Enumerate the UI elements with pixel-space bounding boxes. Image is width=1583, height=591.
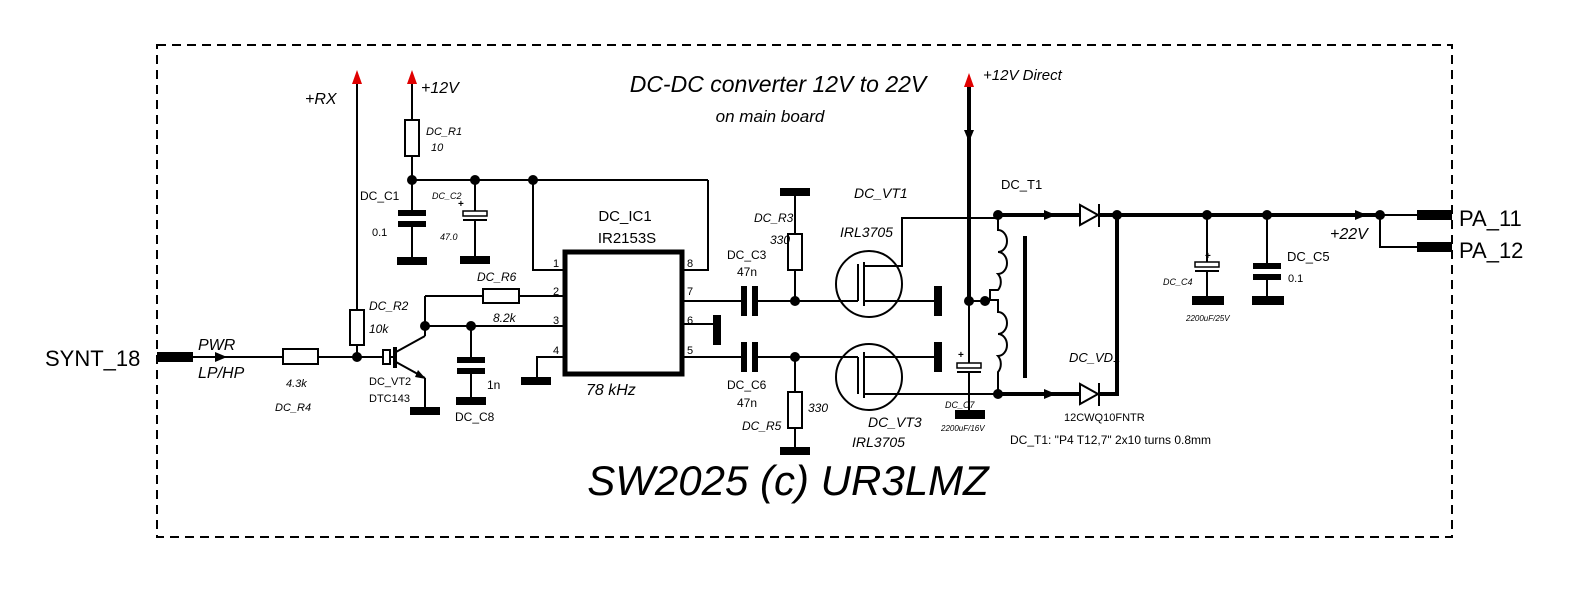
ground-c5 [1252, 296, 1284, 305]
c2-value: 47.0 [440, 232, 458, 242]
ic1-ref: DC_IC1 [598, 208, 651, 225]
copyright-label: SW2025 (c) UR3LMZ [587, 457, 990, 504]
c6-value: 47n [737, 396, 757, 410]
c1-ref: DC_C1 [360, 189, 400, 203]
vt2-part: DTC143 [369, 393, 410, 405]
t1-ref: DC_T1 [1001, 177, 1042, 192]
diode-vd1-lower [1079, 382, 1101, 406]
c2-ref: DC_C2 [432, 191, 462, 201]
diagram-title: DC-DC converter 12V to 22V [630, 71, 929, 97]
signal-arrow-icon [215, 352, 227, 362]
ic1-pin5: 5 [687, 345, 693, 357]
c7-value: 2200uF/16V [940, 424, 985, 433]
transistor-vt2-base-resistor [382, 349, 391, 365]
r6-ref: DC_R6 [477, 270, 517, 284]
c4-value: 2200uF/25V [1185, 314, 1230, 323]
net-v22-label: +22V [1330, 226, 1369, 243]
c3-ref: DC_C3 [727, 248, 767, 262]
net-v12-label: +12V [421, 80, 460, 97]
port-pa12-pad[interactable] [1417, 242, 1452, 252]
net-pwr-label: PWR [198, 337, 236, 354]
resistor-r3 [787, 233, 803, 271]
c7-ref: DC_C7 [945, 400, 976, 410]
ic1-pin4: 4 [553, 345, 559, 357]
resistor-r1 [404, 119, 420, 157]
resistor-r4 [282, 348, 319, 365]
r2-ref: DC_R2 [369, 299, 409, 313]
ic1-pin8: 8 [687, 258, 693, 270]
port-pa11-label: PA_11 [1459, 206, 1522, 231]
c8-value: 1n [487, 378, 500, 392]
ic1-ir2153s [562, 249, 685, 377]
r3-value: 330 [770, 233, 790, 247]
ground-c4 [1192, 296, 1224, 305]
vt3-ref: DC_VT3 [868, 414, 922, 430]
mosfet-vt3 [835, 343, 903, 411]
svg-text:+: + [458, 199, 464, 210]
net-v12-direct-label: +12V Direct [983, 67, 1063, 84]
ground-c7 [955, 410, 985, 419]
resistor-r6 [482, 288, 520, 304]
vt3-part: IRL3705 [852, 434, 905, 450]
ic1-frequency: 78 kHz [586, 382, 636, 399]
rx-supply-arrow-icon [352, 70, 362, 84]
ground-c2 [460, 256, 490, 264]
c8-ref: DC_C8 [455, 410, 495, 424]
r6-value: 8.2k [493, 311, 517, 325]
r1-ref: DC_R1 [426, 126, 462, 138]
port-synt18-label: SYNT_18 [45, 346, 140, 371]
r4-value: 4.3k [286, 378, 307, 390]
vd1-part: 12CWQ10FNTR [1064, 412, 1145, 424]
r5-value: 330 [808, 401, 828, 415]
diagram-subtitle: on main board [716, 107, 825, 126]
ground-ic1-pin4 [521, 377, 551, 385]
vt1-part: IRL3705 [840, 224, 893, 240]
port-pa11-pad[interactable] [1417, 210, 1452, 220]
r4-ref: DC_R4 [275, 402, 311, 414]
c6-ref: DC_C6 [727, 378, 767, 392]
ic1-pin6: 6 [687, 315, 693, 327]
mosfet-vt1 [835, 250, 903, 318]
board-boundary [156, 44, 1453, 538]
r5-ref: DC_R5 [742, 419, 782, 433]
vt1-ref: DC_VT1 [854, 185, 908, 201]
ic1-pin7: 7 [687, 286, 693, 298]
net-rx-label: +RX [305, 91, 338, 108]
net-lphp-label: LP/HP [198, 365, 245, 382]
ic1-pin1: 1 [553, 258, 559, 270]
svg-text:+: + [1205, 251, 1211, 262]
ic1-pin3: 3 [553, 315, 559, 327]
ic1-part: IR2153S [598, 230, 656, 247]
c1-value: 0.1 [372, 227, 387, 239]
port-synt18-pad[interactable] [157, 352, 193, 362]
transformer-t1-winding [989, 218, 1008, 394]
svg-text:+: + [958, 350, 964, 361]
c3-value: 47n [737, 265, 757, 279]
ground-c1 [397, 257, 427, 265]
c4-ref: DC_C4 [1163, 277, 1193, 287]
ic1-pin2: 2 [553, 286, 559, 298]
c5-ref: DC_C5 [1287, 249, 1330, 264]
v12-direct-supply-arrow-icon [964, 73, 974, 87]
r1-value: 10 [431, 142, 444, 154]
port-pa12-label: PA_12 [1459, 238, 1523, 263]
vd1-ref: DC_VD1 [1069, 350, 1120, 365]
resistor-r5 [787, 391, 803, 429]
ground-c8 [456, 397, 486, 405]
r3-ref: DC_R3 [754, 211, 794, 225]
r2-value: 10k [369, 322, 389, 336]
diode-vd1-upper [1079, 203, 1101, 227]
resistor-r2 [349, 309, 365, 346]
t1-note: DC_T1: "P4 T12,7" 2x10 turns 0.8mm [1010, 433, 1211, 447]
ground-vt2 [410, 407, 440, 415]
vt2-ref: DC_VT2 [369, 376, 411, 388]
c5-value: 0.1 [1288, 273, 1303, 285]
v12-supply-arrow-icon [407, 70, 417, 84]
